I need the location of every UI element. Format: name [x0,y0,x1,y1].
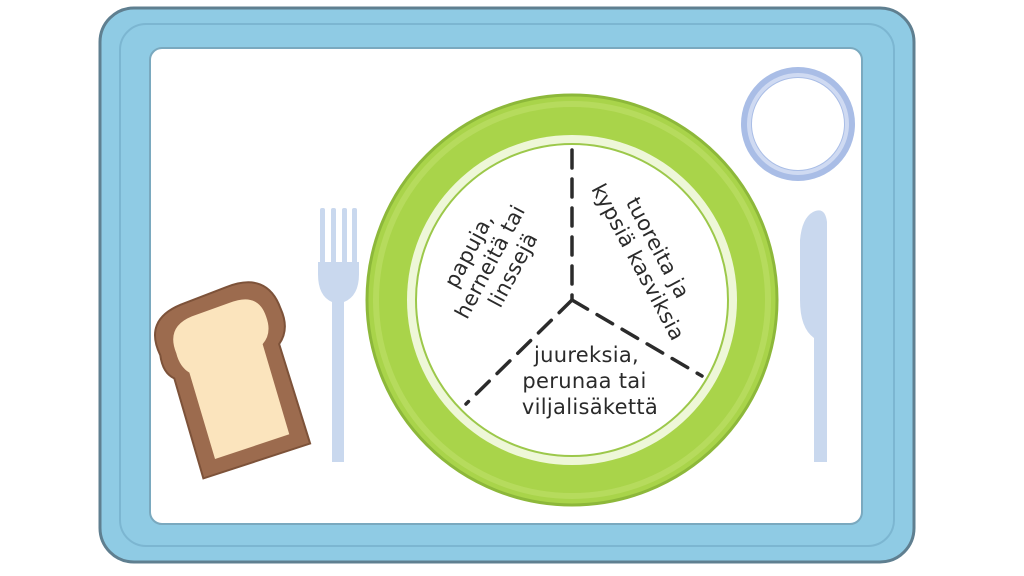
plate-dividers [464,148,704,406]
fork-icon [318,208,359,462]
plate-icon: papuja, herneitä tai linssejä tuoreita j… [365,93,779,507]
glass-icon [741,67,855,181]
section-label-starches: juureksia, perunaa tai viljalisäkettä [522,343,658,419]
knife-icon [800,210,827,462]
bread-icon [154,281,312,480]
